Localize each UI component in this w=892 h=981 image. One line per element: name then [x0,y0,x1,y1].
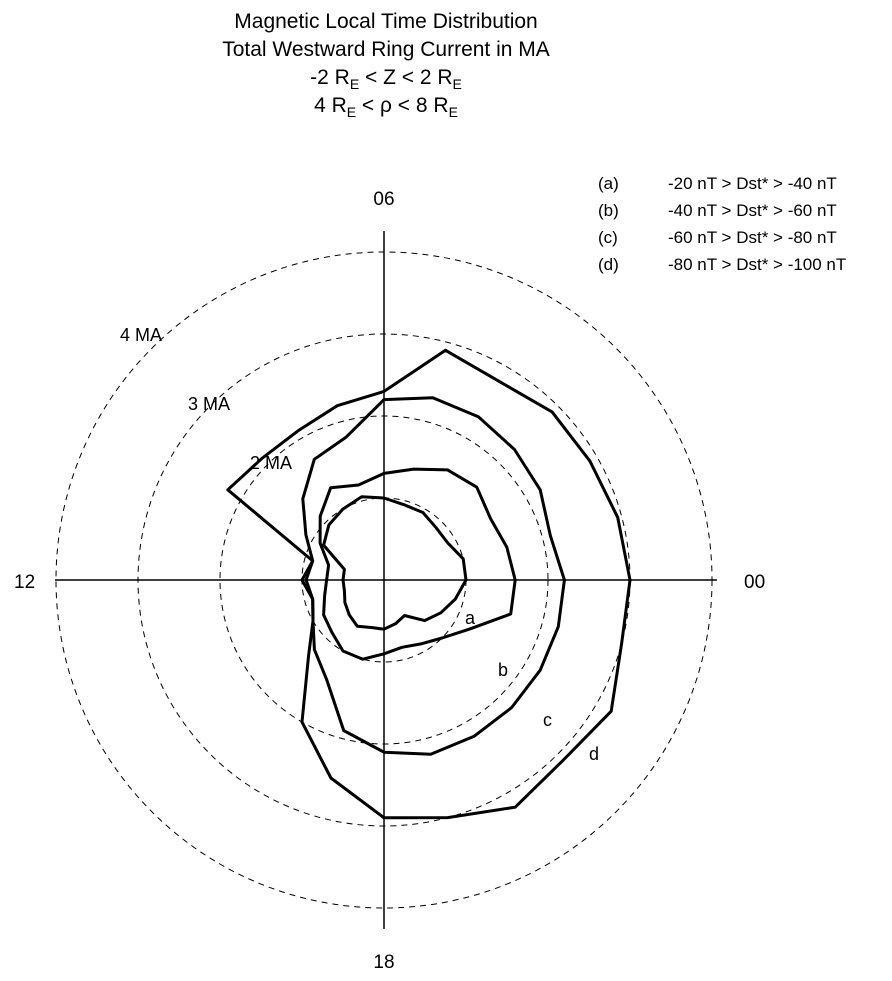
series-label-b: b [498,660,508,680]
legend-text-d: -80 nT > Dst* > -100 nT [668,255,846,274]
polar-axes [55,231,717,929]
chart-condition-rho: 4 RE < ρ < 8 RE [314,94,458,120]
legend-key-c: (c) [598,228,618,247]
series-curve-a [322,495,468,631]
series-label-c: c [543,710,552,730]
series-label-d: d [589,744,599,764]
series-label-a: a [465,608,476,628]
legend-text-a: -20 nT > Dst* > -40 nT [668,174,837,193]
legend-text-b: -40 nT > Dst* > -60 nT [668,201,837,220]
mlt-label-18: 18 [373,952,394,973]
series-curve-d [226,348,632,820]
legend: (a) -20 nT > Dst* > -40 nT (b) -40 nT > … [598,174,846,274]
legend-key-d: (d) [598,255,619,274]
legend-key-a: (a) [598,174,619,193]
mlt-label-06: 06 [373,189,394,210]
ring-label-4ma: 4 MA [120,325,162,345]
mlt-label-00: 00 [744,572,765,593]
series-curve-b [318,467,517,661]
chart-title-line-1: Magnetic Local Time Distribution [234,10,537,33]
series-layer [226,348,632,820]
series-curve-c [301,396,566,756]
mlt-label-12: 12 [14,572,35,593]
chart-title-line-2: Total Westward Ring Current in MA [222,38,550,61]
chart-condition-z: -2 RE < Z < 2 RE [310,66,462,92]
legend-text-c: -60 nT > Dst* > -80 nT [668,228,837,247]
legend-key-b: (b) [598,201,619,220]
ring-label-3ma: 3 MA [188,394,230,414]
